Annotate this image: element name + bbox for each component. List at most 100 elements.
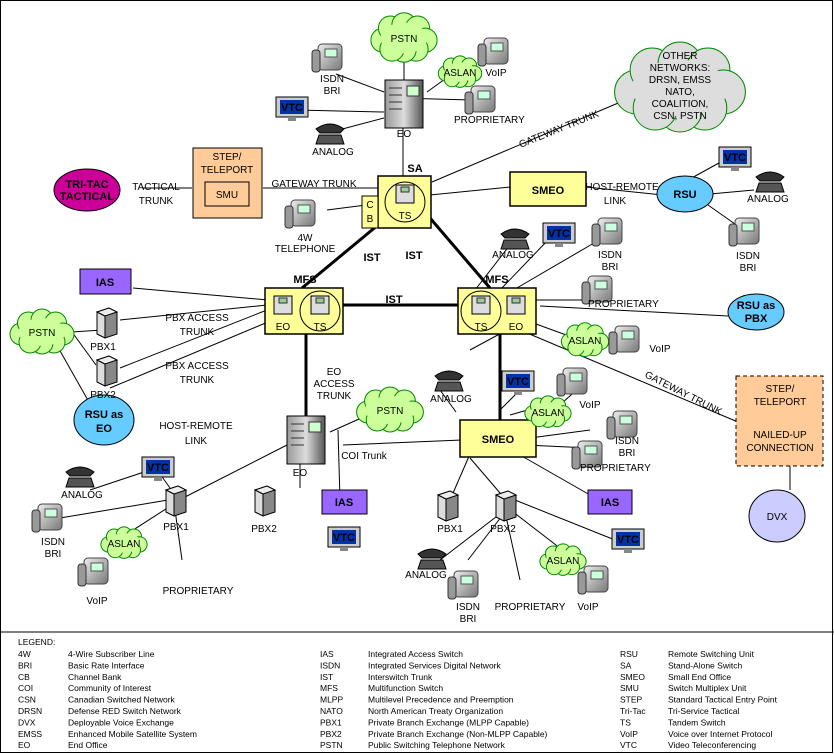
desk-phone-icon xyxy=(31,503,63,533)
legend-desc: Tri-Service Tactical xyxy=(668,706,739,716)
other-networks-line: COALITION, xyxy=(652,99,709,110)
pstn-label: PSTN xyxy=(391,34,418,45)
cabinet-top xyxy=(436,490,460,500)
ias-label: IAS xyxy=(335,497,353,509)
legend-desc: 4-Wire Subscriber Line xyxy=(68,649,155,659)
desk-phone-icon xyxy=(556,367,588,397)
other-networks-line: NATO, xyxy=(665,87,695,98)
connection-line xyxy=(529,429,591,439)
analog-phone-icon xyxy=(500,228,530,250)
legend-abbr: MLPP xyxy=(320,695,343,705)
smeo-box-bottom xyxy=(459,419,537,458)
bri-label: BRI xyxy=(619,448,636,459)
analog-label: ANALOG xyxy=(61,490,103,501)
pstn-cloud xyxy=(370,12,438,63)
legend-desc: Canadian Switched Network xyxy=(68,695,176,705)
legend-abbr: RSU xyxy=(620,649,638,659)
teleport-label: TELEPORT xyxy=(754,397,807,408)
other-networks-line: OTHER xyxy=(663,51,698,62)
pbx-access-label: PBX ACCESS xyxy=(165,361,229,372)
pbx-cabinet-icon xyxy=(436,490,460,522)
pbx-access-label: PBX ACCESS xyxy=(165,313,229,324)
phone-display xyxy=(619,415,633,425)
legend-desc: Private Branch Exchange (Non-MLPP Capabl… xyxy=(368,729,548,739)
device-panel xyxy=(511,297,521,304)
switch-panel xyxy=(308,421,322,433)
proprietary-label: PROPRIETARY xyxy=(580,463,651,474)
monitor-stand xyxy=(288,117,296,121)
vtc-label: VTC xyxy=(281,102,303,114)
device-panel xyxy=(476,297,486,304)
legend-desc: Public Switching Telephone Network xyxy=(368,740,506,750)
aslan-cloud xyxy=(437,55,483,88)
proprietary-label: PROPRIETARY xyxy=(163,586,234,597)
analog-phone-icon xyxy=(315,123,345,145)
vtc-monitor-icon xyxy=(327,526,361,551)
legend-abbr: SMU xyxy=(620,683,639,693)
vtc-monitor-icon xyxy=(275,96,309,121)
legend-abbr: CSN xyxy=(18,695,36,705)
monitor-stand xyxy=(154,477,162,481)
connection-line xyxy=(132,287,269,301)
aslan-label: ASLAN xyxy=(547,556,580,567)
legend-desc: Integrated Access Switch xyxy=(368,649,463,659)
legend-desc: North American Treaty Organization xyxy=(368,706,503,716)
phone-base xyxy=(65,477,95,488)
vtc-monitor-icon xyxy=(718,146,752,171)
ias-box xyxy=(79,268,132,295)
phone-handset xyxy=(556,373,566,397)
legend-desc: Switch Multiplex Unit xyxy=(668,683,747,693)
phone-handset xyxy=(608,331,618,355)
connection-label: CONNECTION xyxy=(746,443,813,454)
trunk-label: TRUNK xyxy=(180,375,215,386)
connection-line xyxy=(519,454,591,496)
mfs-right-ts-device xyxy=(471,295,491,315)
device-panel xyxy=(400,186,410,193)
isdn-label: ISDN xyxy=(615,436,639,447)
connection-line xyxy=(469,457,507,501)
pbx1-label: PBX1 xyxy=(163,522,189,533)
connection-line xyxy=(326,204,367,211)
voip-label: VoIP xyxy=(577,602,598,613)
connection-lines xyxy=(54,40,791,581)
tactical-label: TACTICAL xyxy=(60,191,114,203)
phone-handset xyxy=(447,576,457,600)
phone-handset xyxy=(464,91,474,115)
cloud-core xyxy=(380,22,428,54)
legend-abbr: IST xyxy=(320,672,333,682)
bri-label: BRI xyxy=(602,262,619,273)
desk-phone-icon xyxy=(577,565,609,595)
proprietary-label: PROPRIETARY xyxy=(588,299,659,310)
eo-switch-icon xyxy=(384,79,424,129)
connection-line xyxy=(335,73,385,93)
analog-label: ANALOG xyxy=(405,570,447,581)
gateway-trunk-label: GATEWAY TRUNK xyxy=(643,370,724,419)
connection-line xyxy=(184,444,288,498)
legend-desc: Basic Rate Interface xyxy=(68,660,145,670)
eo-label: EO xyxy=(509,322,524,333)
phone-base xyxy=(500,239,530,250)
desk-phone-icon xyxy=(447,570,479,600)
smeo-box-top xyxy=(509,171,587,207)
phone-handset xyxy=(591,223,601,247)
proprietary-label: PROPRIETARY xyxy=(495,602,566,613)
rsu-label: RSU xyxy=(673,189,696,201)
ts-label: TS xyxy=(475,322,488,333)
tri-tac-ellipse xyxy=(53,168,121,212)
phone-display xyxy=(324,48,338,58)
monitor-screen xyxy=(506,374,530,388)
legend-desc: Community of Interest xyxy=(68,683,152,693)
voip-label: VoIP xyxy=(485,68,506,79)
vtc-monitor-icon xyxy=(542,222,576,247)
aslan-cloud xyxy=(100,526,148,559)
connection-line xyxy=(89,469,151,491)
legend-desc: Multifunction Switch xyxy=(368,683,443,693)
analog-phone-icon xyxy=(755,171,785,193)
eo-label: EO xyxy=(276,322,291,333)
rsu-as-pbx-ellipse xyxy=(727,293,785,331)
phone-handset xyxy=(571,446,581,470)
cabinet-top xyxy=(164,485,188,495)
connection-line xyxy=(342,439,463,446)
phone-display xyxy=(44,508,58,518)
